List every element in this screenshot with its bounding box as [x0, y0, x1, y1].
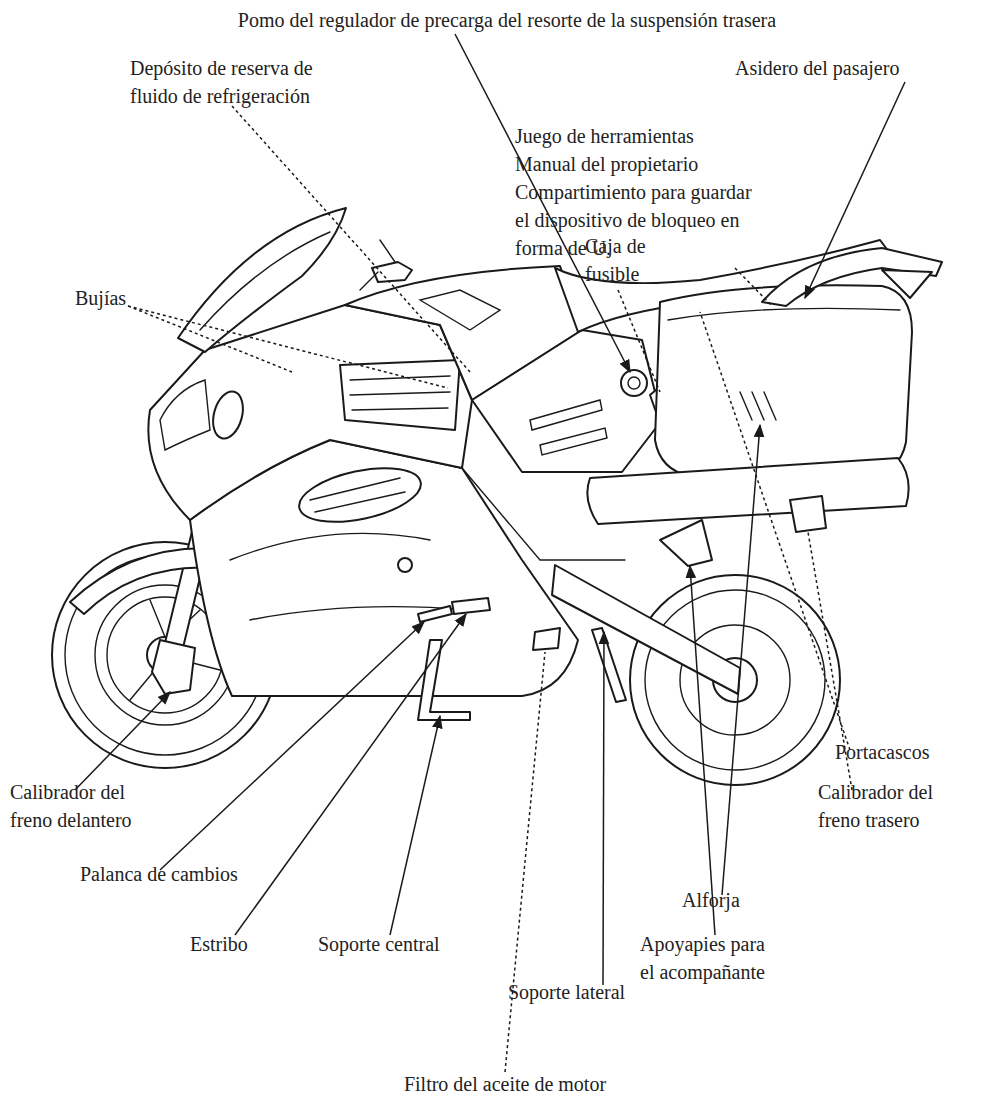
- part-label: Portacascos: [835, 738, 929, 766]
- part-label: Soporte lateral: [508, 978, 625, 1006]
- oil-filter: [533, 628, 560, 650]
- headlight: [160, 380, 210, 450]
- leader-line: [805, 82, 905, 298]
- leader-line: [735, 268, 772, 306]
- leader-line: [232, 106, 470, 372]
- side-cover-slot: [530, 400, 607, 455]
- part-label: Depósito de reserva de fluido de refrige…: [130, 54, 335, 110]
- side-stand: [592, 628, 626, 702]
- part-label: Calibrador del freno trasero: [818, 778, 953, 834]
- leader-line: [722, 425, 760, 895]
- windshield: [178, 208, 346, 352]
- leader-line: [390, 716, 440, 935]
- part-label: Alforja: [682, 886, 740, 914]
- passenger-footpeg: [660, 520, 712, 566]
- saddlebag: [655, 285, 912, 476]
- exhaust-muffler: [587, 458, 908, 524]
- rider-footpeg: [452, 598, 490, 614]
- saddlebag-details: [668, 308, 900, 420]
- leader-line: [700, 312, 850, 750]
- fairing-bolt: [398, 558, 412, 572]
- part-label: Calibrador del freno delantero: [10, 778, 145, 834]
- tail-light: [882, 270, 932, 298]
- swingarm: [552, 565, 740, 694]
- center-stand: [418, 640, 470, 720]
- part-label: Palanca de cambios: [80, 860, 238, 888]
- preload-knob-center: [628, 377, 640, 389]
- fairing-vent: [294, 459, 425, 532]
- leader-line: [603, 632, 604, 985]
- shift-lever: [418, 606, 452, 622]
- leader-line: [618, 290, 660, 392]
- part-label: Manual del propietario: [515, 150, 698, 178]
- leader-line: [235, 614, 466, 935]
- fairing-lines: [230, 478, 470, 620]
- tank-panel: [420, 290, 500, 330]
- part-label: Asidero del pasajero: [735, 54, 899, 82]
- front-brake-caliper: [152, 640, 195, 694]
- windshield-edge: [200, 232, 330, 330]
- part-label: Soporte central: [318, 930, 440, 958]
- part-label: Caja de fusible: [585, 232, 667, 288]
- part-label: Bujías: [75, 284, 126, 312]
- leader-line: [160, 622, 424, 870]
- radiator-grill: [350, 376, 450, 410]
- rear-brake-caliper: [790, 496, 826, 532]
- fairing-opening: [340, 360, 460, 430]
- leader-line: [690, 566, 715, 935]
- preload-knob: [621, 370, 647, 396]
- mirror: [208, 388, 247, 442]
- side-cover: [472, 330, 662, 472]
- part-label: Apoyapies para el acompañante: [640, 930, 774, 986]
- part-label: Pomo del regulador de precarga del resor…: [238, 6, 776, 34]
- part-label: Filtro del aceite de motor: [404, 1070, 606, 1098]
- part-label: Juego de herramientas: [515, 122, 694, 150]
- frame-line: [462, 468, 625, 560]
- leader-line: [505, 652, 545, 1072]
- part-label: Estribo: [190, 930, 248, 958]
- leader-line: [128, 306, 448, 388]
- leader-line: [75, 692, 170, 790]
- grab-rail: [762, 248, 942, 306]
